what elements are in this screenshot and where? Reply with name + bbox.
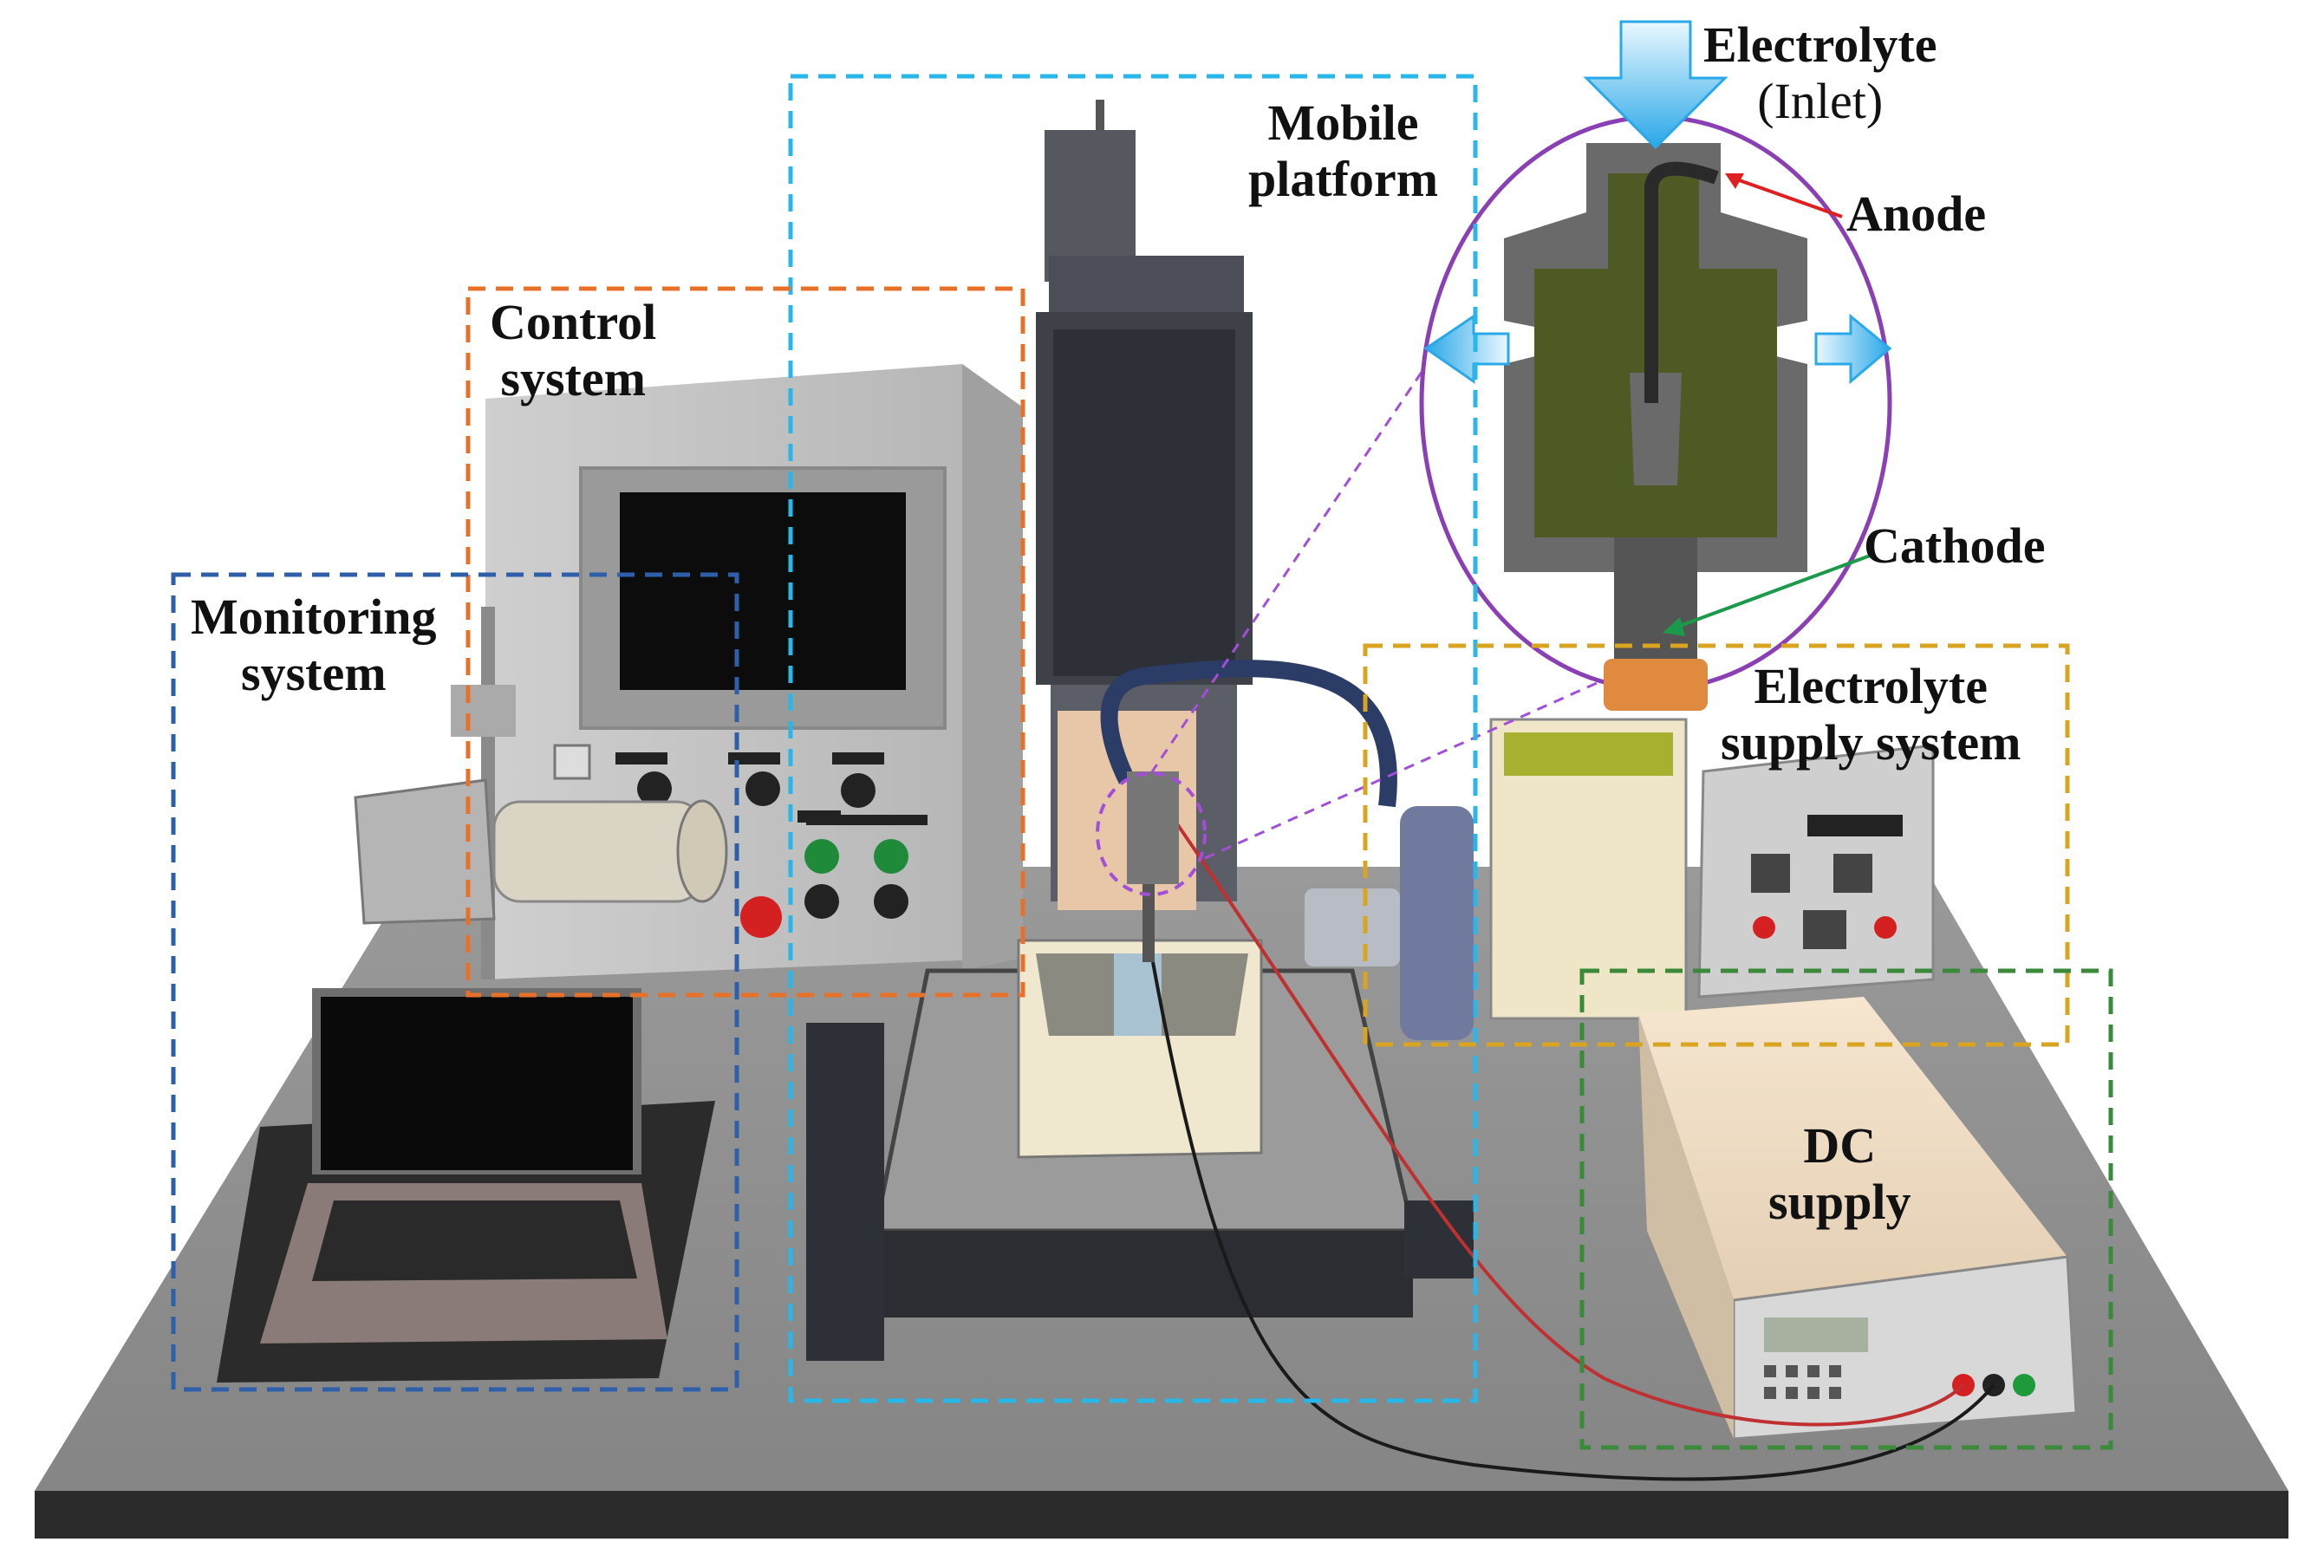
anode-label: Anode — [1846, 185, 1987, 242]
laptop-screen — [321, 997, 633, 1170]
dc-power-supply — [1638, 997, 2078, 1441]
electrolyte-hose — [1100, 660, 1397, 808]
laptop — [217, 988, 715, 1383]
electrolyte-supply-system-box — [1363, 643, 2070, 1047]
mobile-platform-box — [788, 74, 1478, 1403]
black-wire — [1151, 961, 1995, 1481]
red-wire — [1151, 787, 1965, 1427]
electrolyte-controller — [1697, 744, 1935, 999]
anode-pointer — [1731, 176, 1843, 218]
control-system-box — [465, 286, 1025, 998]
emergency-stop-button — [740, 896, 782, 938]
monitoring-system-box — [171, 572, 739, 1392]
nozzle-small — [1127, 771, 1179, 962]
control-screen — [620, 492, 906, 690]
camera — [354, 607, 728, 979]
dc-supply-box — [1579, 968, 2113, 1450]
cathode-pointer — [1672, 553, 1873, 630]
zoom-circle — [1096, 771, 1207, 896]
electrolyte-tank — [1489, 718, 1688, 1020]
outlet-arrow-right — [1814, 313, 1892, 385]
key-switch — [553, 744, 591, 780]
control-knobs — [637, 771, 908, 919]
green-button — [804, 839, 839, 874]
cathode-label: Cathode — [1864, 517, 2046, 574]
green-button-2 — [874, 839, 908, 874]
inlet-arrow — [1583, 20, 1728, 150]
cathode-tip — [1604, 659, 1708, 711]
anode-wire — [1644, 161, 1719, 403]
tool-cross-section — [1504, 143, 1807, 711]
zoom-line-2 — [1204, 674, 1613, 860]
pump — [1305, 806, 1474, 1040]
ground-terminal — [2013, 1374, 2035, 1396]
electrolyte-inlet-label: Electrolyte (Inlet) — [1703, 16, 1937, 129]
xy-stage — [806, 939, 1474, 1361]
